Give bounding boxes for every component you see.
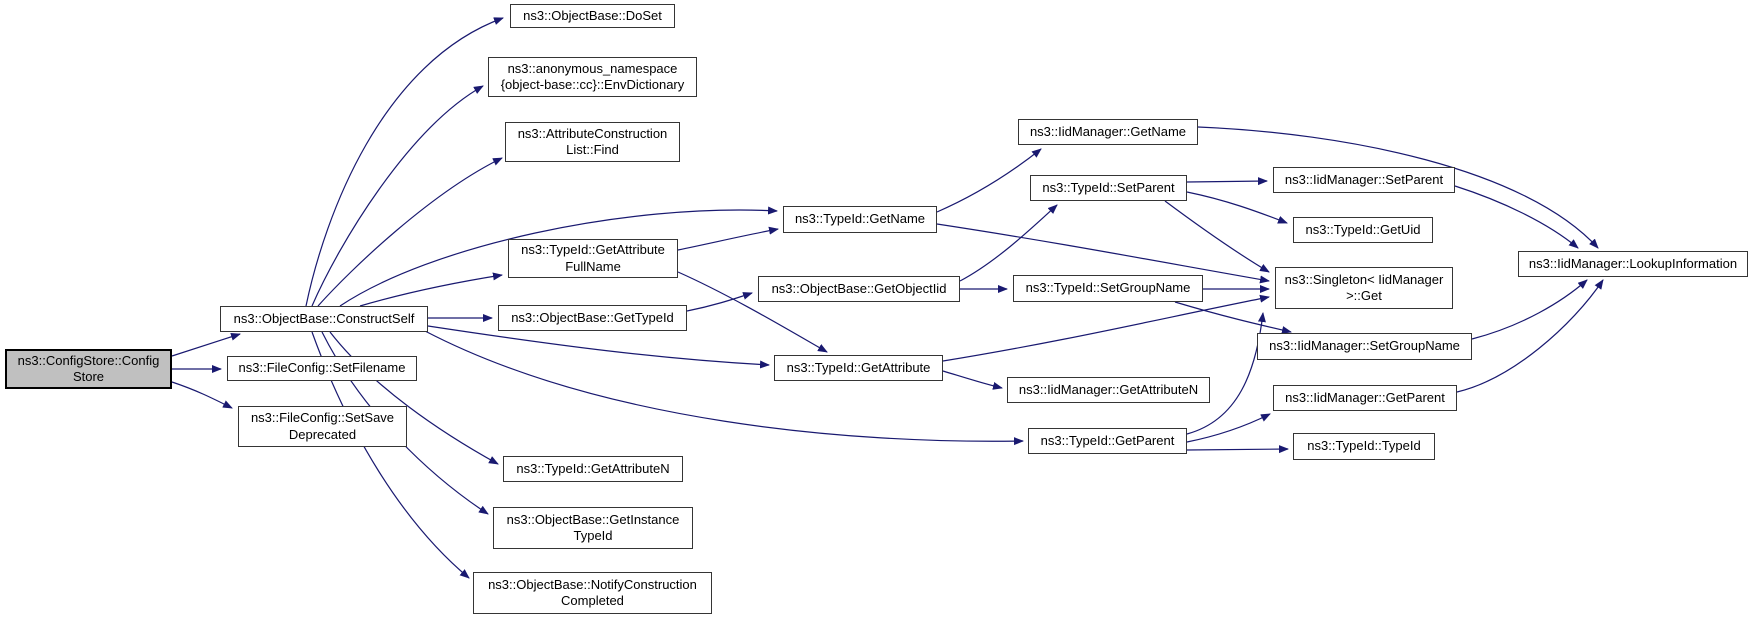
edge-typeid-getparent-to-typeid-typeid — [1186, 445, 1289, 454]
node-objectbase-constructself[interactable]: ns3::ObjectBase::ConstructSelf — [220, 306, 428, 332]
edge-iidmanager-setparent-to-lookupinformation — [1454, 185, 1579, 249]
node-typeid-setgroupname[interactable]: ns3::TypeId::SetGroupName — [1013, 275, 1203, 302]
node-objectbase-getinstancetypeid[interactable]: ns3::ObjectBase::GetInstance TypeId — [493, 507, 693, 549]
edge-constructself-to-typeid-getattribute — [427, 325, 770, 369]
node-configstore-configstore: ns3::ConfigStore::Config Store — [5, 349, 172, 389]
node-fileconfig-setfilename[interactable]: ns3::FileConfig::SetFilename — [227, 356, 417, 381]
edge-constructself-to-doset — [305, 17, 504, 307]
node-typeid-getattributen[interactable]: ns3::TypeId::GetAttributeN — [503, 456, 683, 482]
node-typeid-typeid[interactable]: ns3::TypeId::TypeId — [1293, 433, 1435, 460]
edge-constructself-to-envdictionary — [311, 85, 484, 307]
edge-gettypeid-to-getobjectiid — [686, 292, 753, 312]
node-typeid-getname[interactable]: ns3::TypeId::GetName — [783, 206, 937, 233]
node-objectbase-notifyconstructioncompleted[interactable]: ns3::ObjectBase::NotifyConstruction Comp… — [473, 572, 712, 614]
node-iidmanager-lookupinformation[interactable]: ns3::IidManager::LookupInformation — [1518, 251, 1748, 277]
node-iidmanager-getattributen[interactable]: ns3::IidManager::GetAttributeN — [1007, 377, 1210, 403]
node-attributeconstructionlist-find[interactable]: ns3::AttributeConstruction List::Find — [505, 122, 680, 162]
edge-constructself-to-getattributefullname — [359, 272, 503, 307]
node-iidmanager-setparent[interactable]: ns3::IidManager::SetParent — [1273, 167, 1455, 193]
edge-constructself-to-attributeconstructionlist-find — [317, 157, 503, 307]
node-objectbase-doset[interactable]: ns3::ObjectBase::DoSet — [510, 4, 675, 28]
edge-getobjectiid-to-typeid-setparent — [959, 204, 1058, 282]
edge-typeid-setgroupname-to-iidmanager-setgroupname — [1174, 301, 1292, 334]
edge-constructself-to-typeid-getattributen — [329, 331, 499, 465]
node-anonymous-envdictionary[interactable]: ns3::anonymous_namespace {object-base::c… — [488, 57, 697, 97]
edge-iidmanager-getname-to-lookupinformation — [1197, 126, 1599, 249]
edge-iidmanager-setgroupname-to-lookupinformation — [1471, 279, 1588, 340]
edge-getattributefullname-to-typeid-getattribute — [677, 271, 828, 353]
edge-typeid-setparent-to-typeid-getuid — [1186, 191, 1288, 224]
edge-typeid-getname-to-singleton-get — [936, 223, 1270, 284]
node-iidmanager-getname[interactable]: ns3::IidManager::GetName — [1018, 119, 1198, 145]
node-typeid-setparent[interactable]: ns3::TypeId::SetParent — [1030, 175, 1187, 201]
edge-iidmanager-getparent-to-lookupinformation — [1456, 279, 1604, 393]
edge-configstore-to-constructself — [171, 332, 241, 357]
edge-getattributefullname-to-typeid-getname — [677, 226, 779, 251]
node-typeid-getattribute[interactable]: ns3::TypeId::GetAttribute — [774, 355, 943, 381]
edge-typeid-getname-to-iidmanager-getname — [936, 148, 1042, 213]
edge-typeid-getparent-to-iidmanager-getparent — [1186, 413, 1271, 443]
edge-constructself-to-typeid-getparent — [424, 330, 1024, 446]
edge-typeid-setparent-to-singleton-get — [1164, 200, 1270, 273]
edge-typeid-setparent-to-iidmanager-setparent — [1186, 177, 1268, 186]
node-objectbase-gettypeid[interactable]: ns3::ObjectBase::GetTypeId — [498, 305, 687, 331]
node-iidmanager-setgroupname[interactable]: ns3::IidManager::SetGroupName — [1257, 333, 1472, 360]
edge-typeid-getparent-to-singleton-get — [1186, 312, 1266, 435]
node-fileconfig-setsavedeprecated[interactable]: ns3::FileConfig::SetSave Deprecated — [238, 406, 407, 447]
edge-constructself-to-typeid-getname — [339, 206, 778, 307]
node-typeid-getuid[interactable]: ns3::TypeId::GetUid — [1293, 217, 1433, 243]
edge-configstore-to-setsavedeprecated — [171, 381, 233, 409]
node-singleton-iidmanager-get[interactable]: ns3::Singleton< IidManager >::Get — [1275, 267, 1453, 309]
node-objectbase-getobjectiid[interactable]: ns3::ObjectBase::GetObjectIid — [758, 276, 960, 302]
edge-typeid-getattribute-to-iidmanager-getattributen — [942, 370, 1003, 390]
node-typeid-getattributefullname[interactable]: ns3::TypeId::GetAttribute FullName — [508, 239, 678, 278]
node-typeid-getparent[interactable]: ns3::TypeId::GetParent — [1028, 428, 1187, 454]
edge-typeid-getattribute-to-singleton-get — [942, 294, 1270, 362]
node-iidmanager-getparent[interactable]: ns3::IidManager::GetParent — [1273, 385, 1457, 411]
